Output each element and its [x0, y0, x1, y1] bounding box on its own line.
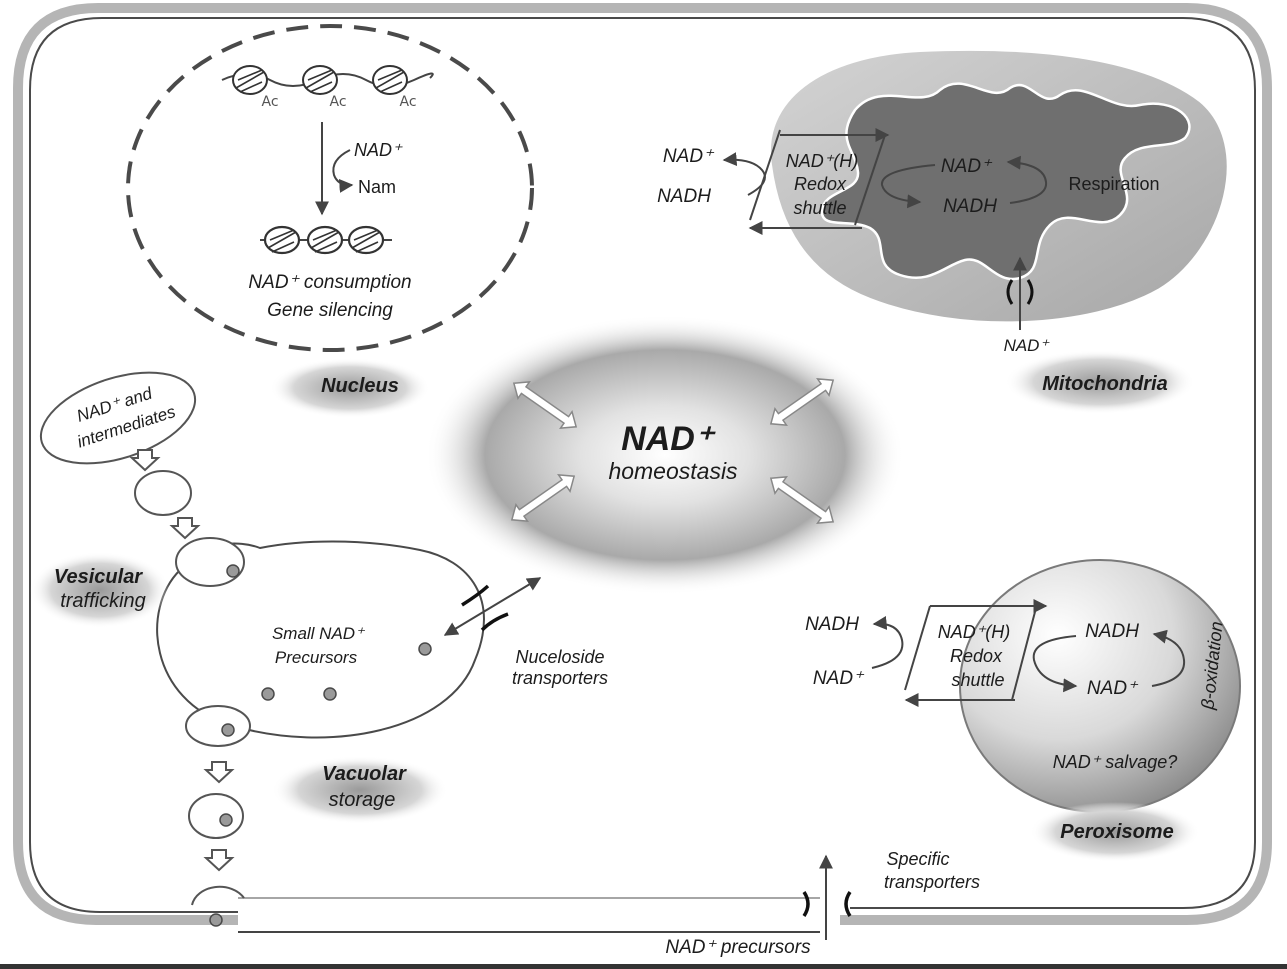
precursor-dot — [219, 813, 233, 827]
specific-transporter-left — [802, 891, 810, 917]
precursor-dot — [261, 687, 275, 701]
secreting-vesicle — [191, 885, 245, 906]
mito-import-label: NAD⁺ — [1004, 336, 1051, 355]
perox-beta-oxidation-arrow — [1151, 629, 1186, 687]
perox-shuttle-label-3: shuttle — [951, 670, 1004, 690]
precursor-dot — [226, 564, 240, 578]
double-arrow-mitochondria — [769, 378, 835, 426]
transport-vesicle — [134, 470, 192, 516]
perox-shuttle-edge — [904, 605, 931, 691]
nucleus-caption-consumption: NAD⁺ consumption — [248, 272, 411, 293]
storage-label-shadow — [272, 756, 448, 824]
acetyl-mark-label: Ac — [329, 94, 346, 110]
exocytic-vesicle — [188, 793, 244, 839]
mito-outer-nadh-label: NADH — [657, 186, 711, 207]
mito-shuttle-edge — [854, 134, 886, 226]
traffic-arrow — [203, 761, 235, 784]
nad-consumption-arrow — [332, 149, 354, 193]
nucleus-label: Nucleus — [321, 375, 399, 397]
perox-outer-cycle-arrow — [871, 615, 904, 669]
storage-label: storage — [329, 789, 396, 811]
precursor-dot — [418, 642, 432, 656]
mito-inner-nad-label: NAD⁺ — [941, 156, 993, 177]
vesicular-label: Vesicular — [54, 566, 143, 588]
nicotinamide-label: Nam — [358, 177, 396, 197]
mito-inner-cycle-arrow-left — [880, 164, 936, 209]
mito-outer-cycle-arrow — [722, 152, 766, 196]
budding-vesicle — [185, 705, 251, 747]
mito-respiration-label: Respiration — [1068, 174, 1159, 194]
nucleus-cofactor-label: NAD⁺ — [354, 140, 403, 160]
mitochondria-label: Mitochondria — [1042, 373, 1168, 395]
specific-transporters-label-1: Specific — [886, 849, 949, 869]
mito-shuttle-label-1: NAD⁺(H) — [786, 151, 859, 171]
vacuolar-label: Vacuolar — [322, 763, 407, 785]
perox-inner-cycle-arrow — [1032, 635, 1078, 693]
vacuole-content-label-2: Precursors — [275, 648, 358, 667]
mito-outer-nad-label: NAD⁺ — [663, 146, 715, 167]
acetyl-mark-label: Ac — [261, 94, 278, 110]
nucleus-label-shadow — [270, 358, 430, 418]
double-arrow-nucleus — [512, 381, 578, 429]
nad-precursors-label: NAD⁺ precursors — [665, 937, 811, 958]
acetyl-mark-label: Ac — [399, 94, 416, 110]
traffic-arrow — [203, 849, 235, 872]
nad-salvage-label: NAD⁺ salvage? — [1053, 752, 1178, 772]
double-arrow-vacuole — [510, 474, 576, 522]
perox-outer-nad-label: NAD⁺ — [813, 668, 865, 689]
mitochondrion — [766, 46, 1231, 326]
mito-shuttle-label-3: shuttle — [793, 198, 846, 218]
mito-inner-nadh-label: NADH — [943, 196, 997, 217]
vacuole — [156, 540, 485, 739]
perox-inner-nad-label: NAD⁺ — [1087, 678, 1139, 699]
peroxisome-label: Peroxisome — [1060, 821, 1173, 843]
nucleoside-transporter-label-2: transporters — [512, 668, 608, 688]
perox-inner-nadh-label: NADH — [1085, 621, 1139, 642]
nucleus-envelope — [126, 24, 534, 352]
perox-outer-nadh-label: NADH — [805, 614, 859, 635]
specific-transporter-right — [844, 891, 852, 917]
specific-transporters-label-2: transporters — [884, 872, 980, 892]
nucleosome-acetylated — [232, 65, 408, 95]
perox-shuttle-label-2: Redox — [950, 646, 1003, 666]
perox-shuttle-edge — [1011, 607, 1037, 701]
mito-respiration-arrow — [1006, 155, 1048, 204]
mitochondrion-cristae — [820, 82, 1191, 281]
double-arrow-peroxisome — [769, 476, 835, 524]
precursor-dot — [221, 723, 235, 737]
traffic-arrow — [129, 449, 161, 472]
mito-transporter-right — [1026, 279, 1034, 305]
fusing-vesicle — [175, 537, 245, 587]
nucleoside-transporter-lower — [480, 612, 509, 632]
nucleoside-transporter-label-1: Nuceloside — [515, 647, 604, 667]
peroxisome-label-shadow — [1030, 802, 1200, 862]
mito-transporter-left — [1006, 279, 1014, 305]
intake-bubble — [39, 371, 197, 465]
homeostasis-glow — [425, 315, 905, 595]
cell-boundary — [13, 3, 1272, 933]
nucleus-caption-silencing: Gene silencing — [267, 300, 393, 321]
traffic-arrow — [169, 517, 201, 540]
mito-label-shadow — [1005, 350, 1195, 414]
nucleosome-deacetylated — [263, 225, 385, 255]
precursor-dot — [209, 913, 223, 927]
trafficking-label: trafficking — [60, 590, 146, 612]
nucleoside-transport-arrow — [443, 577, 542, 636]
precursor-dot — [323, 687, 337, 701]
homeostasis-title: NAD⁺ — [621, 420, 716, 458]
perox-shuttle-label-1: NAD⁺(H) — [938, 622, 1011, 642]
nucleus: Ac Ac Ac NAD⁺ Nam NAD⁺ consumption Gene … — [126, 24, 534, 352]
trafficking-label-shadow — [30, 552, 170, 628]
frame-bottom-border — [0, 964, 1287, 969]
vacuole-content-label-1: Small NAD⁺ — [272, 624, 366, 643]
homeostasis-subtitle: homeostasis — [608, 458, 738, 484]
mito-shuttle-label-2: Redox — [794, 174, 847, 194]
